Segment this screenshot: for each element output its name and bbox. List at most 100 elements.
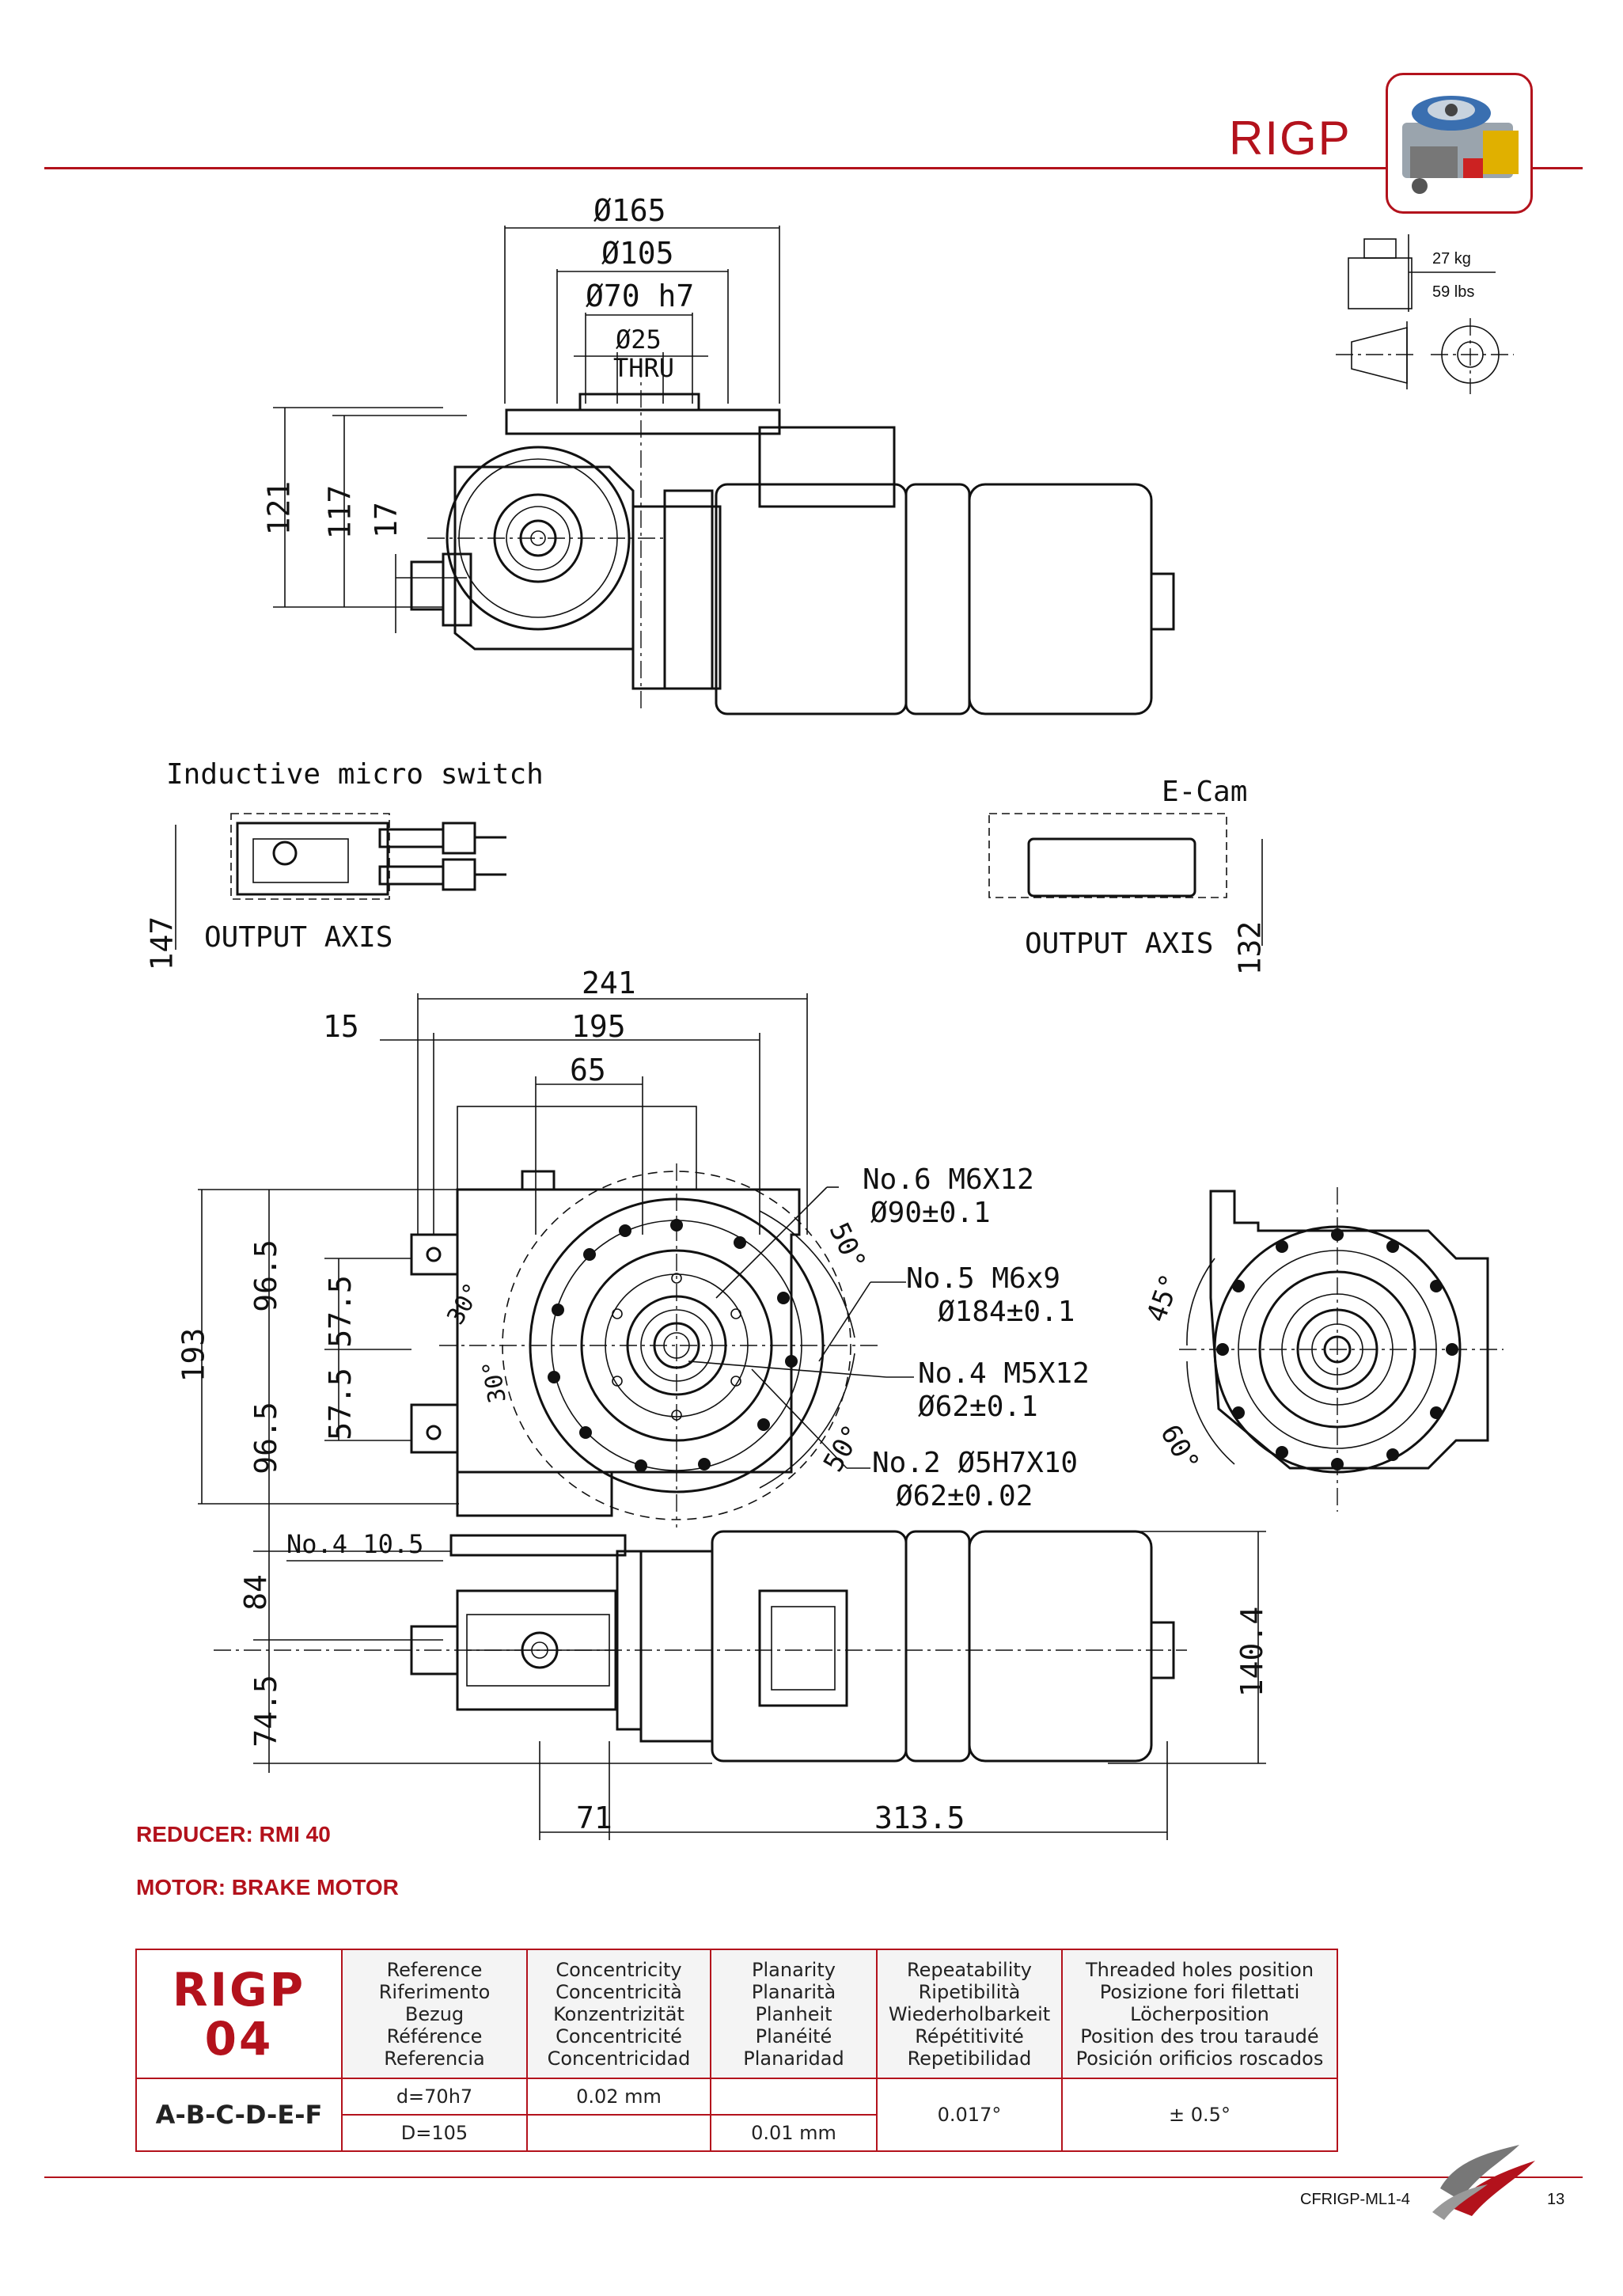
ecam-output-axis: OUTPUT AXIS <box>1025 928 1214 960</box>
product-thumbnail <box>1386 73 1533 214</box>
footer-page-number: 13 <box>1547 2191 1565 2208</box>
header-repeatability-fr: Répétitivité <box>915 2025 1024 2047</box>
weight-kg: 27 kg <box>1432 250 1471 268</box>
switch-dim-147: 147 <box>144 916 180 971</box>
header-reference: Reference Riferimento Bezug Référence Re… <box>341 1949 528 2079</box>
dim-15: 15 <box>323 1009 359 1044</box>
weight-divider <box>1408 234 1496 312</box>
callout-no5: No.5 M6x9 Ø184±0.1 <box>906 1262 1075 1329</box>
side-view-drawing <box>1179 1187 1504 1512</box>
dim-thru: THRU <box>613 353 675 383</box>
header-concentricity-en: Concentricity <box>556 1958 682 1981</box>
header-reference-fr: Référence <box>386 2025 483 2047</box>
header-planarity-es: Planaridad <box>743 2047 844 2070</box>
dim-d165: Ø165 <box>593 193 666 228</box>
dim-no4-10-5: No.4 10.5 <box>286 1529 424 1559</box>
dim-96-5-top: 96.5 <box>248 1239 283 1312</box>
weight-lbs: 59 lbs <box>1432 283 1475 301</box>
dim-d105: Ø105 <box>601 236 674 271</box>
header-holes-es: Posición orificios roscados <box>1075 2047 1324 2070</box>
ref-d70h7: d=70h7 <box>341 2078 528 2116</box>
dim-57-5-bottom: 57.5 <box>322 1368 358 1440</box>
callout-no6-line2: Ø90±0.1 <box>870 1197 991 1229</box>
header-repeatability-de: Wiederholbarkeit <box>888 2002 1051 2025</box>
company-logo-icon <box>1432 2145 1535 2220</box>
dim-117: 117 <box>322 484 358 540</box>
callout-no4-line1: No.4 M5X12 <box>918 1357 1090 1390</box>
footer-rule <box>44 2176 1583 2178</box>
row-label: A-B-C-D-E-F <box>135 2078 343 2152</box>
ecam-drawing <box>988 813 1263 946</box>
dim-65: 65 <box>570 1053 606 1087</box>
conc-row1: 0.02 mm <box>526 2078 711 2116</box>
dim-84: 84 <box>237 1574 273 1611</box>
repeatability-value: 0.017° <box>876 2078 1063 2152</box>
holes-position-value: ± 0.5° <box>1061 2078 1338 2152</box>
header-holes-de: Löcherposition <box>1130 2002 1269 2025</box>
callout-no4: No.4 M5X12 Ø62±0.1 <box>918 1357 1090 1424</box>
header-repeatability-es: Repetibilidad <box>907 2047 1032 2070</box>
dim-71: 71 <box>576 1801 612 1835</box>
dim-140-4: 140.4 <box>1234 1606 1270 1698</box>
dim-313-5: 313.5 <box>874 1801 965 1835</box>
page-title: RIGP <box>1229 112 1352 165</box>
header-concentricity-fr: Concentricité <box>556 2025 682 2047</box>
motor-label: MOTOR: BRAKE MOTOR <box>136 1875 399 1899</box>
header-holes-it: Posizione fori filettati <box>1099 1980 1300 2003</box>
conc-row2 <box>526 2114 711 2152</box>
footer-code: CFRIGP-ML1-4 <box>1300 2191 1410 2208</box>
dim-d70h7: Ø70 h7 <box>586 279 695 313</box>
main-view-drawing <box>198 993 1266 1840</box>
dim-96-5-bottom: 96.5 <box>248 1402 283 1474</box>
header-planarity-de: Planheit <box>755 2002 832 2025</box>
spec-table: RIGP 04 Reference Riferimento Bezug Réfé… <box>135 1949 1338 2152</box>
dim-193: 193 <box>176 1327 211 1383</box>
plan-row1 <box>710 2078 878 2116</box>
projection-symbol-icon <box>1336 318 1514 394</box>
ecam-title: E-Cam <box>1162 776 1248 808</box>
ecam-dim-132: 132 <box>1232 920 1268 976</box>
header-concentricity: Concentricity Concentricità Konzentrizit… <box>526 1949 711 2079</box>
dim-74-5: 74.5 <box>248 1675 283 1748</box>
header-planarity-it: Planarità <box>751 1980 836 2003</box>
reducer-label: REDUCER: RMI 40 <box>136 1822 331 1846</box>
model-cell: RIGP 04 <box>135 1949 343 2079</box>
header-repeatability-en: Repeatability <box>906 1958 1033 1981</box>
header-concentricity-de: Konzentrizität <box>553 2002 684 2025</box>
header-threaded-holes: Threaded holes position Posizione fori f… <box>1061 1949 1338 2079</box>
header-repeatability-it: Ripetibilità <box>918 1980 1021 2003</box>
header-planarity-fr: Planéité <box>755 2025 832 2047</box>
top-view-drawing <box>273 226 1175 715</box>
header-reference-it: Riferimento <box>378 1980 491 2003</box>
model-line2: 04 <box>204 2011 274 2066</box>
header-reference-en: Reference <box>386 1958 483 1981</box>
header-rule <box>44 167 1583 169</box>
header-planarity: Planarity Planarità Planheit Planéité Pl… <box>710 1949 878 2079</box>
callout-no2: No.2 Ø5H7X10 Ø62±0.02 <box>872 1447 1078 1513</box>
header-concentricity-it: Concentricità <box>556 1980 682 2003</box>
dim-57-5-top: 57.5 <box>322 1275 358 1348</box>
header-reference-de: Bezug <box>404 2002 465 2025</box>
callout-no6-line1: No.6 M6X12 <box>863 1163 1034 1196</box>
switch-output-axis: OUTPUT AXIS <box>204 921 393 954</box>
header-concentricity-es: Concentricidad <box>547 2047 691 2070</box>
header-repeatability: Repeatability Ripetibilità Wiederholbark… <box>876 1949 1063 2079</box>
callout-no2-line1: No.2 Ø5H7X10 <box>872 1447 1079 1479</box>
switch-drawing <box>175 813 506 950</box>
dim-121: 121 <box>261 480 297 536</box>
callout-no5-line2: Ø184±0.1 <box>938 1296 1075 1328</box>
header-holes-en: Threaded holes position <box>1085 1958 1314 1981</box>
weight-icon <box>1348 238 1413 309</box>
ref-d105: D=105 <box>341 2114 528 2152</box>
callout-no4-line2: Ø62±0.1 <box>918 1391 1038 1423</box>
header-reference-es: Referencia <box>384 2047 485 2070</box>
callout-no5-line1: No.5 M6x9 <box>906 1262 1061 1295</box>
dim-17: 17 <box>368 502 404 538</box>
model-line1: RIGP <box>172 1962 306 2017</box>
header-holes-fr: Position des trou taraudé <box>1080 2025 1319 2047</box>
dim-241: 241 <box>582 966 636 1000</box>
callout-no6: No.6 M6X12 Ø90±0.1 <box>863 1163 1034 1230</box>
callout-no2-line2: Ø62±0.02 <box>896 1480 1033 1512</box>
plan-row2: 0.01 mm <box>710 2114 878 2152</box>
switch-title: Inductive micro switch <box>166 758 544 791</box>
